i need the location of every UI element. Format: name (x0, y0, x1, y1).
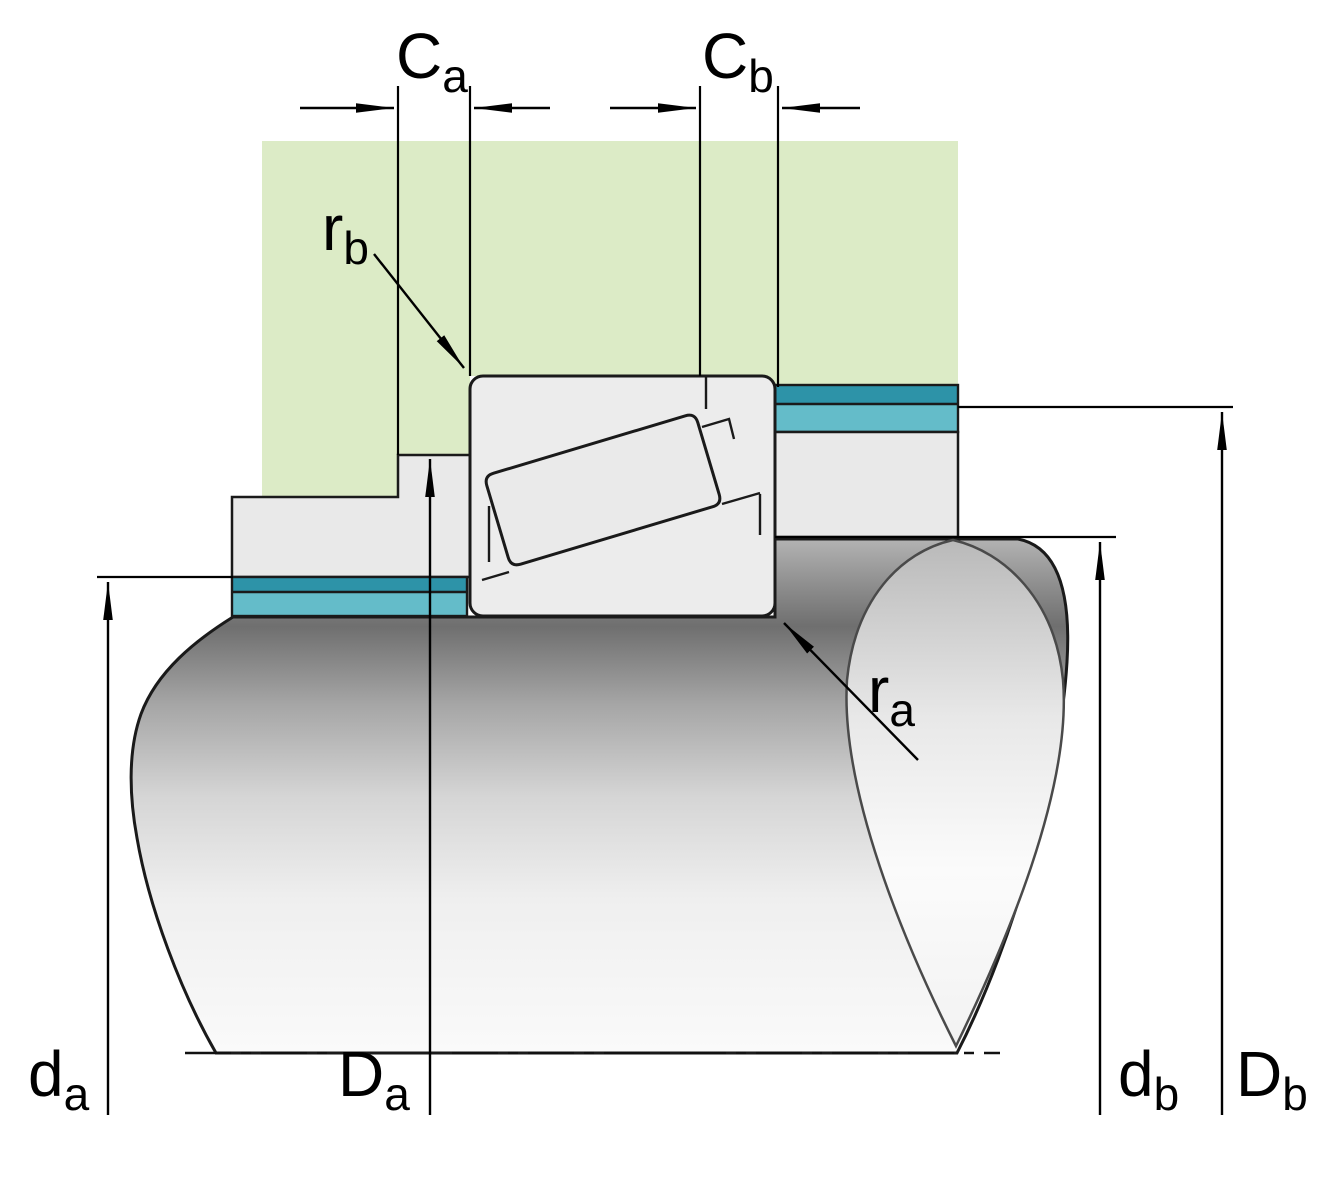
dim-Da: Da (338, 459, 435, 1120)
label-da: da (28, 1038, 90, 1120)
housing-block (262, 141, 958, 497)
dim-ra-arrow (783, 622, 919, 761)
label-ra: ra (868, 654, 915, 736)
dim-rb: rb (322, 192, 465, 369)
dim-da: da (28, 575, 233, 1120)
dim-rb-arrow (373, 253, 465, 369)
label-rb: rb (322, 192, 369, 274)
left-abutment-ring (230, 575, 469, 618)
dim-ra: ra (783, 622, 919, 761)
cone-raceway-ext-left (481, 570, 510, 582)
dim-Db: Db (958, 405, 1308, 1120)
bearing-internals (481, 377, 762, 582)
shaft-shoulder-fillet (845, 538, 1066, 1049)
shaft (129, 537, 1070, 1055)
right-spacer-block (773, 430, 960, 539)
dim-cb: Cb (610, 20, 860, 387)
dim-db: db (775, 535, 1179, 1120)
tapered-roller (484, 413, 722, 567)
label-ca: Ca (396, 20, 468, 102)
label-Da: Da (338, 1038, 410, 1120)
label-db: db (1118, 1038, 1179, 1120)
cage-hook-right (701, 417, 736, 440)
label-Db: Db (1236, 1038, 1308, 1120)
label-cb: Cb (702, 20, 774, 102)
cone-raceway-ext-right (721, 491, 761, 506)
dim-ca: Ca (300, 20, 550, 455)
